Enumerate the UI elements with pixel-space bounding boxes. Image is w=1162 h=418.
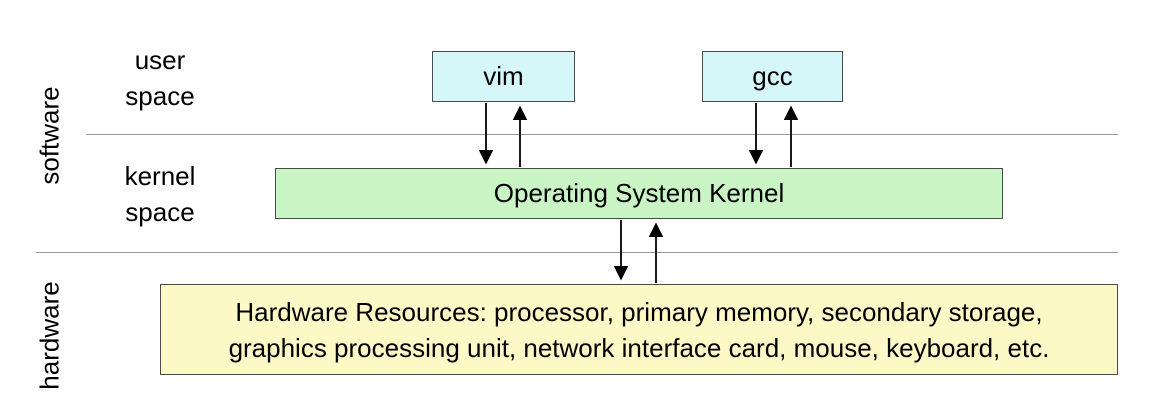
kernel-space-line2: space xyxy=(125,197,195,227)
hardware-text-line2: graphics processing unit, network interf… xyxy=(228,332,1050,363)
vim-box: vim xyxy=(432,51,575,102)
user-space-line2: space xyxy=(125,81,195,111)
software-hardware-divider xyxy=(36,252,1118,253)
user-space-label: user space xyxy=(110,42,210,114)
user-kernel-divider xyxy=(86,134,1118,135)
hardware-box: Hardware Resources: processor, primary m… xyxy=(160,284,1118,375)
kernel-space-label: kernel space xyxy=(110,158,210,230)
gcc-box: gcc xyxy=(702,51,843,102)
hardware-text-line1: Hardware Resources: processor, primary m… xyxy=(235,296,1043,327)
kernel-space-line1: kernel xyxy=(124,161,196,191)
kernel-box: Operating System Kernel xyxy=(275,168,1003,219)
user-space-line1: user xyxy=(134,45,186,75)
